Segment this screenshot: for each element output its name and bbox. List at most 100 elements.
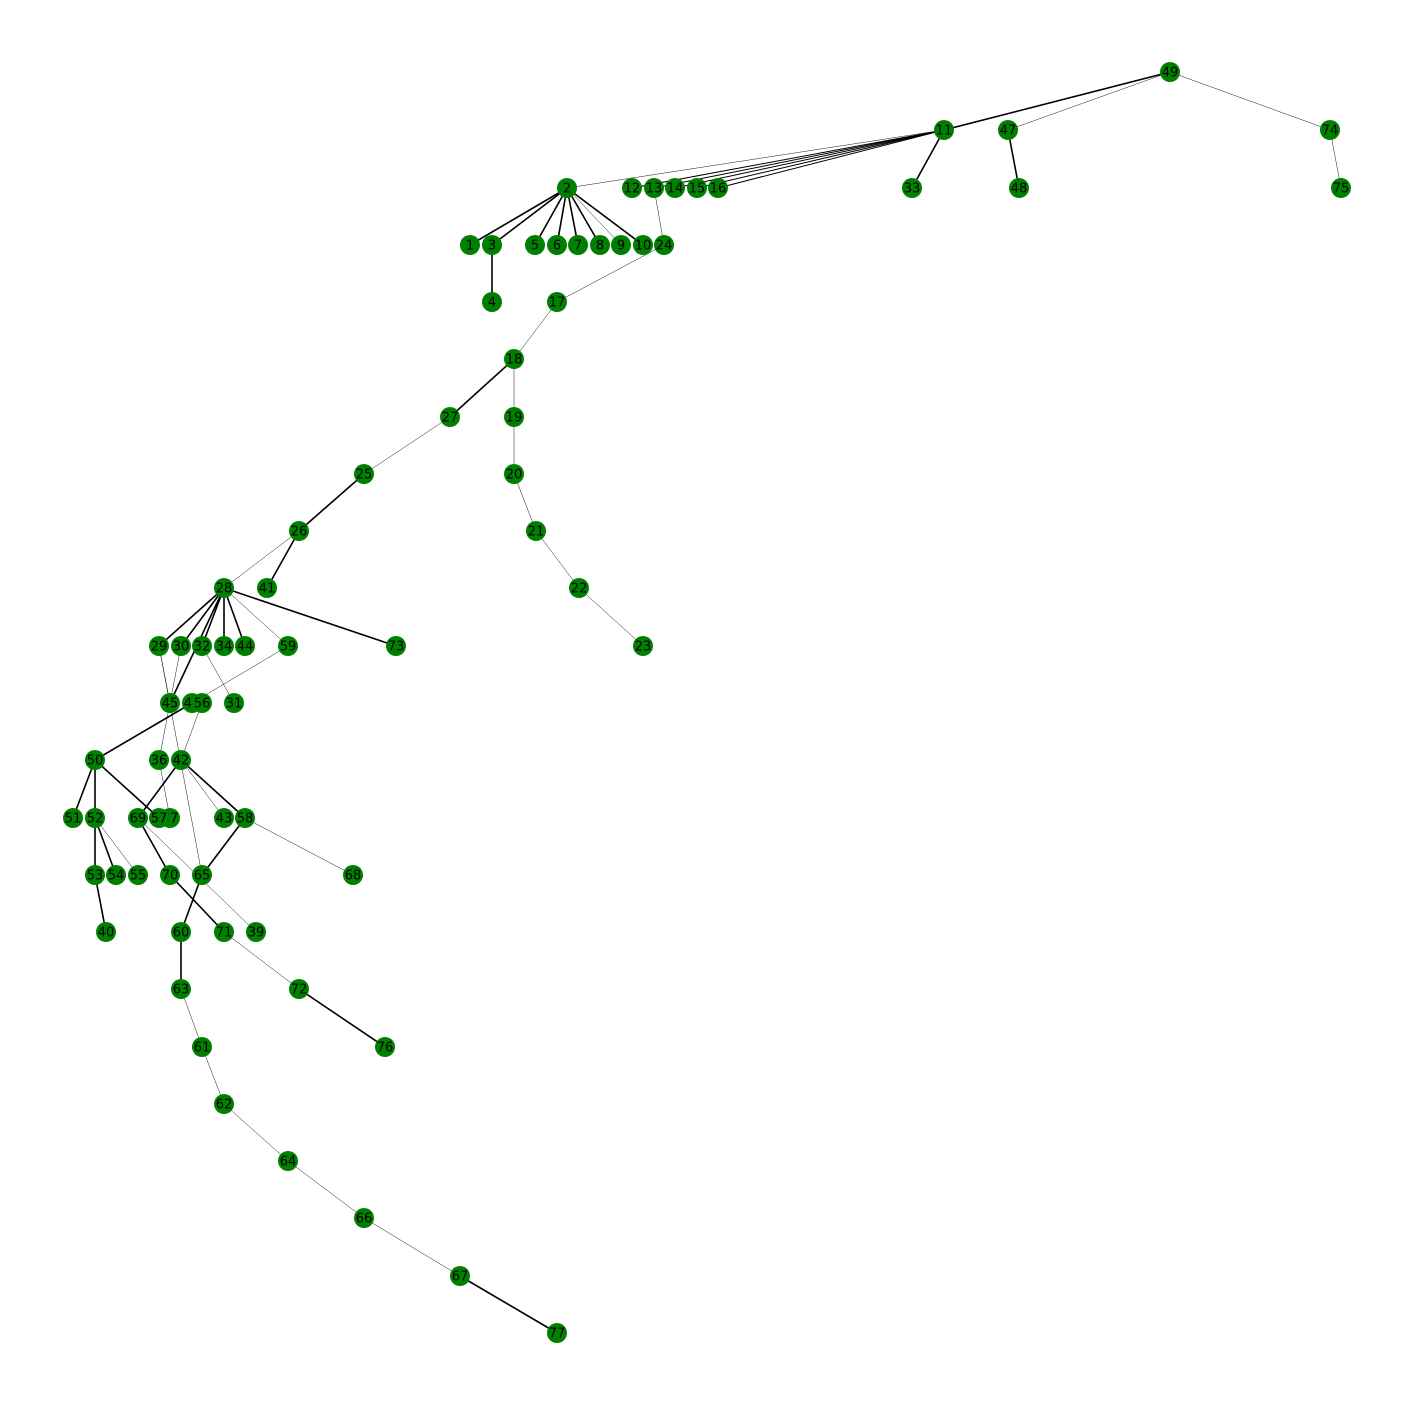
edge-52-54 (94, 817, 117, 876)
node-label: 58 (237, 812, 254, 827)
node-label: 27 (442, 411, 459, 426)
edge-71-72 (223, 931, 300, 990)
node-label: 48 (1011, 182, 1028, 197)
node-label: 52 (87, 812, 104, 827)
node-label: 33 (904, 182, 921, 197)
node-62: 62 (214, 1094, 234, 1114)
node-label: 5 (531, 239, 539, 254)
node-circle (687, 178, 707, 198)
node-label: 1 (466, 239, 474, 254)
node-58: 58 (235, 808, 255, 828)
node-69: 69 (128, 808, 148, 828)
node-circle (1320, 120, 1340, 140)
node-circle (1009, 178, 1029, 198)
node-circle (934, 120, 954, 140)
edge-2-1 (469, 187, 568, 246)
node-label: 74 (1322, 124, 1339, 139)
node-52: 52 (85, 808, 105, 828)
edge-56-42 (180, 702, 203, 761)
node-label: 71 (216, 926, 233, 941)
node-label: 16 (710, 182, 727, 197)
node-circle (85, 808, 105, 828)
node-label: 70 (162, 869, 179, 884)
node-circle (375, 1037, 395, 1057)
edge-layer (72, 71, 1342, 1334)
node-circle (354, 1208, 374, 1228)
node-49: 49 (1160, 62, 1180, 82)
edge-69-70 (137, 817, 171, 876)
edge-26-28 (223, 530, 300, 589)
node-28: 28 (214, 578, 234, 598)
node-label: 43 (216, 812, 233, 827)
node-54: 54 (106, 865, 126, 885)
node-label: 18 (506, 353, 523, 368)
node-label: 55 (130, 869, 147, 884)
edge-59-46 (191, 645, 289, 704)
node-circle (192, 865, 212, 885)
node-label: 66 (356, 1212, 373, 1227)
node-circle (149, 750, 169, 770)
node-70: 70 (160, 865, 180, 885)
edge-25-26 (298, 473, 365, 532)
edge-42-43 (180, 759, 225, 819)
node-12: 12 (622, 178, 642, 198)
node-circle (902, 178, 922, 198)
node-circle (63, 808, 83, 828)
node-label: 4 (488, 296, 496, 311)
edge-63-61 (180, 988, 203, 1048)
node-circle (214, 922, 234, 942)
node-27: 27 (440, 407, 460, 427)
node-41: 41 (257, 578, 277, 598)
node-39: 39 (246, 922, 266, 942)
node-label: 7 (574, 239, 582, 254)
node-label: 56 (194, 697, 211, 712)
node-label: 34 (216, 640, 233, 655)
node-label: 14 (667, 182, 684, 197)
edge-42-58 (180, 759, 246, 819)
node-circle (171, 979, 191, 999)
edge-49-11 (943, 71, 1171, 131)
node-6: 6 (547, 235, 567, 255)
node-circle (214, 1094, 234, 1114)
node-16: 16 (708, 178, 728, 198)
node-circle (214, 808, 234, 828)
edge-21-22 (535, 530, 580, 589)
node-circle (85, 865, 105, 885)
node-67: 67 (450, 1266, 470, 1286)
edge-62-64 (223, 1103, 289, 1162)
node-label: 41 (259, 582, 276, 597)
node-51: 51 (63, 808, 83, 828)
node-label: 23 (635, 640, 652, 655)
edge-2-5 (534, 187, 568, 246)
node-label: 44 (237, 640, 254, 655)
node-label: 11 (936, 124, 953, 139)
node-label: 59 (280, 640, 297, 655)
node-label: 60 (173, 926, 190, 941)
node-label: 15 (689, 182, 706, 197)
node-label: 51 (65, 812, 82, 827)
node-label: 40 (98, 926, 115, 941)
node-label: 77 (549, 1327, 566, 1342)
node-circle (504, 464, 524, 484)
edge-28-73 (223, 587, 397, 647)
node-63: 63 (171, 979, 191, 999)
edge-11-33 (911, 129, 945, 189)
edge-65-60 (180, 874, 203, 933)
node-circle (1331, 178, 1351, 198)
edge-20-21 (513, 473, 537, 532)
node-circle (235, 808, 255, 828)
node-circle (128, 808, 148, 828)
node-circle (557, 178, 577, 198)
node-circle (192, 636, 212, 656)
node-53: 53 (85, 865, 105, 885)
node-77: 77 (547, 1323, 567, 1343)
node-71: 71 (214, 922, 234, 942)
edge-49-47 (1007, 71, 1171, 131)
node-32: 32 (192, 636, 212, 656)
edge-2-8 (566, 187, 601, 246)
edge-70-71 (169, 874, 225, 933)
node-18: 18 (504, 349, 524, 369)
node-circle (611, 235, 631, 255)
edge-24-17 (556, 244, 665, 303)
node-61: 61 (192, 1037, 212, 1057)
